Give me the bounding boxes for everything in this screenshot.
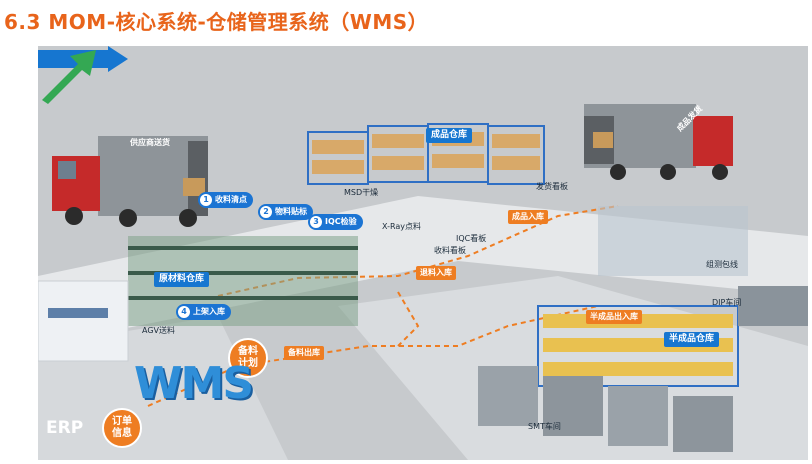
semi-warehouse-label: 半成品仓库 [664,332,720,347]
flow-route-1 [147,305,599,407]
iqc-board-label: IQC看板 [456,234,487,243]
truck-right-cab [693,116,733,166]
stock-plan-circle: 备料计划 [228,338,268,378]
flow-route-3 [397,291,420,347]
xray-label: X-Ray点料 [382,222,421,231]
raw-warehouse-label: 原材料仓库 [154,272,210,287]
erp-label: ERP [46,418,84,438]
ship-board-label: 发货看板 [536,182,568,191]
order-info-circle: 订单信息 [102,408,142,448]
pick-outbound-tag: 备料出库 [284,346,324,360]
smt-label: SMT车间 [528,422,561,431]
wms-logo: WMS [134,358,254,409]
agv-label: AGV送料 [142,326,176,335]
dip-label: DIP车间 [712,298,742,307]
finished-shipping-arrow [42,50,96,104]
factory-building [38,280,129,362]
scene-illustration [38,104,808,460]
smt-machines [478,366,733,452]
supplier-delivery-label: 供应商送货 [130,138,170,147]
test-line-label: 组测包线 [706,260,738,269]
finished-warehouse-label: 成品仓库 [426,128,473,143]
receive-board-label: 收料看板 [434,246,466,255]
semi-in-out-tag: 半成品出入库 [586,310,642,324]
msd-label: MSD干燥 [344,188,379,197]
return-inbound-tag: 退料入库 [416,266,456,280]
page-title: 6.3 MOM-核心系统-仓储管理系统（WMS） [4,10,429,34]
test-line-stations [598,206,808,326]
finished-inbound-tag: 成品入库 [508,210,548,224]
